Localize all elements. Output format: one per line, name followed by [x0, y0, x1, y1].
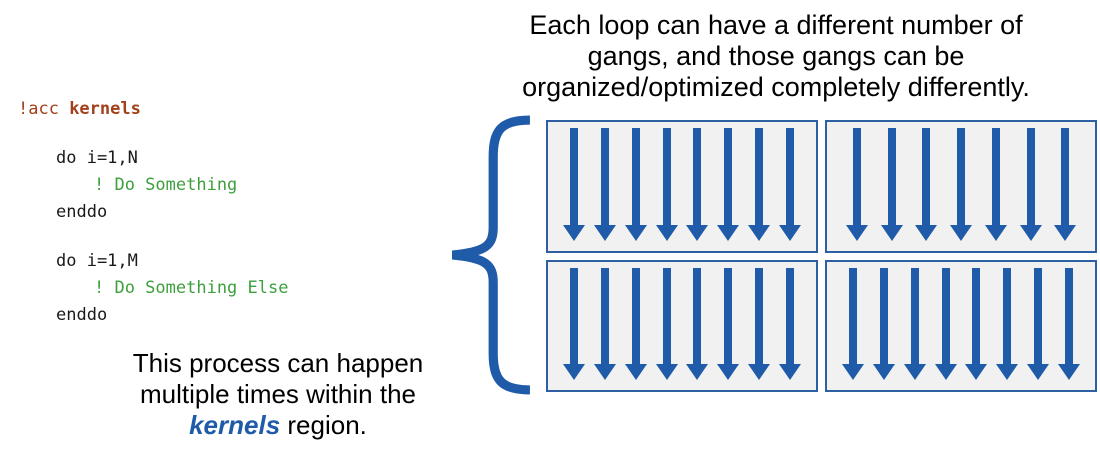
down-arrow-icon	[593, 267, 616, 380]
gang-grid	[546, 120, 1097, 392]
down-arrow-icon	[748, 128, 771, 241]
down-arrow-icon	[717, 128, 740, 241]
down-arrow-icon	[1054, 128, 1077, 241]
down-arrow-icon	[624, 128, 647, 241]
kernels-emphasis: kernels	[189, 410, 281, 440]
top-caption-line-1: Each loop can have a different number of	[529, 10, 1023, 40]
down-arrow-icon	[965, 267, 988, 380]
bottom-caption-suffix: region.	[280, 410, 367, 440]
code-blank-line	[18, 226, 288, 248]
down-arrow-icon	[748, 267, 771, 380]
code-line-loop2-open: do i=1,M	[56, 251, 138, 271]
down-arrow-icon	[624, 267, 647, 380]
top-caption-line-3: organized/optimized completely different…	[522, 72, 1030, 102]
code-line-loop1-open: do i=1,N	[56, 148, 138, 168]
bottom-caption-line-2: multiple times within the	[140, 379, 416, 409]
left-curly-brace-icon	[451, 115, 531, 395]
down-arrow-icon	[779, 128, 801, 241]
down-arrow-icon	[655, 267, 678, 380]
bottom-caption-line-1: This process can happen	[132, 348, 424, 378]
down-arrow-icon	[1058, 267, 1080, 380]
code-blank-line	[18, 123, 288, 145]
down-arrow-icon	[996, 267, 1019, 380]
down-arrow-icon	[903, 267, 926, 380]
bottom-caption-line-3: kernels region.	[58, 410, 498, 441]
kernels-keyword: kernels	[69, 99, 141, 119]
down-arrow-icon	[984, 128, 1007, 241]
down-arrow-icon	[880, 128, 903, 241]
code-line-loop1-comment: ! Do Something	[94, 175, 238, 195]
down-arrow-icon	[915, 128, 938, 241]
down-arrow-icon	[562, 267, 585, 380]
code-line-loop2-close: enddo	[56, 305, 108, 325]
acc-directive-prefix: !acc	[18, 99, 70, 119]
code-block: !acc kernels do i=1,N ! Do Something end…	[18, 96, 288, 329]
down-arrow-icon	[655, 128, 678, 241]
down-arrow-icon	[934, 267, 957, 380]
bottom-caption: This process can happen multiple times w…	[58, 348, 498, 441]
down-arrow-icon	[872, 267, 895, 380]
down-arrow-icon	[1019, 128, 1042, 241]
down-arrow-icon	[593, 128, 616, 241]
down-arrow-icon	[686, 128, 709, 241]
top-caption: Each loop can have a different number of…	[452, 10, 1100, 103]
code-line-directive: !acc kernels	[18, 96, 288, 123]
down-arrow-icon	[845, 128, 868, 241]
down-arrow-icon	[841, 267, 864, 380]
code-line-loop2-comment: ! Do Something Else	[94, 278, 289, 298]
gang-box-top-left	[546, 120, 818, 253]
top-caption-line-2: gangs, and those gangs can be	[587, 41, 965, 71]
gang-box-bottom-right	[825, 259, 1097, 392]
down-arrow-icon	[686, 267, 709, 380]
down-arrow-icon	[717, 267, 740, 380]
code-line-loop1-close: enddo	[56, 202, 108, 222]
down-arrow-icon	[779, 267, 801, 380]
gang-box-bottom-left	[546, 259, 818, 392]
down-arrow-icon	[1027, 267, 1050, 380]
down-arrow-icon	[562, 128, 585, 241]
down-arrow-icon	[950, 128, 972, 241]
gang-box-top-right	[825, 120, 1097, 253]
